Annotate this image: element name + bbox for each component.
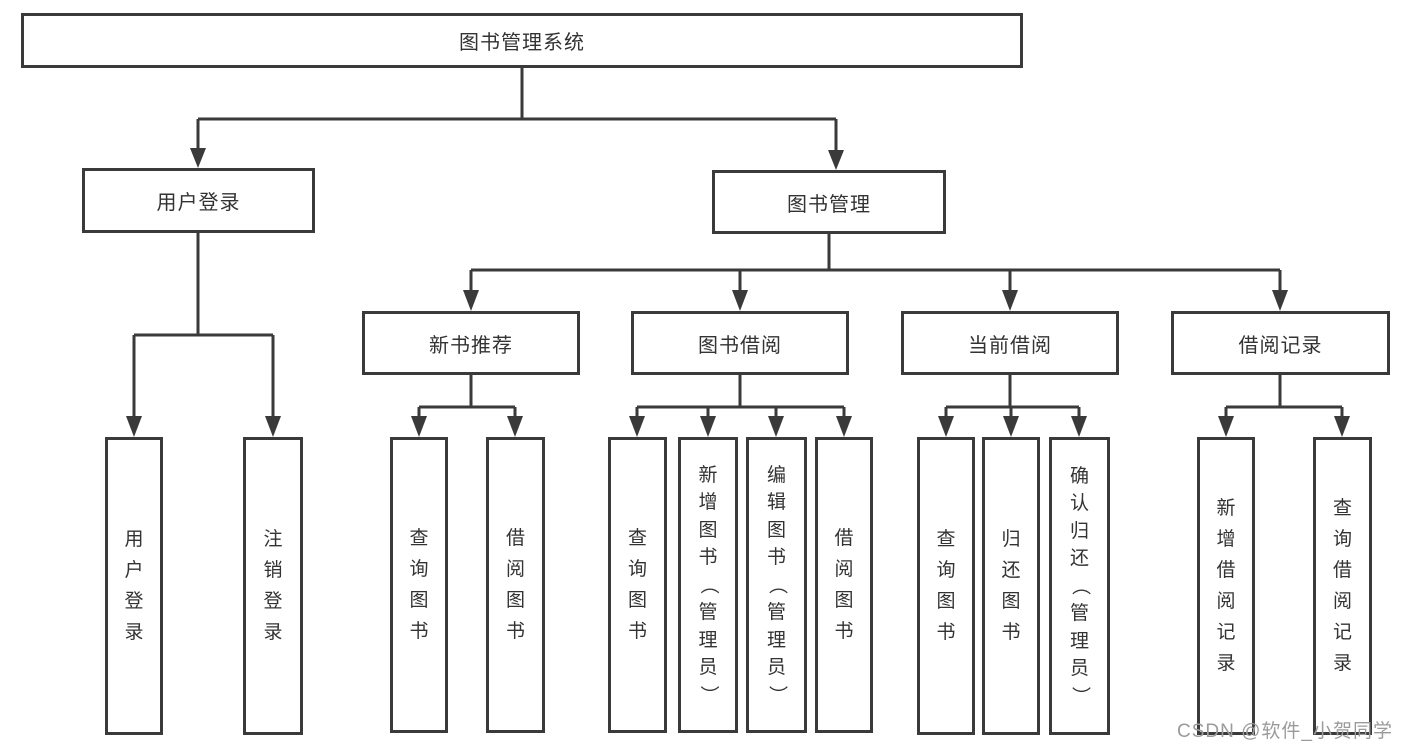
leaf-current-confirm-return-admin: 确认归还（管理员） [1049,437,1110,735]
node-root: 图书管理系统 [21,13,1023,68]
node-book-borrow: 图书借阅 [631,311,849,375]
leaf-current-return-books: 归还图书 [982,437,1040,735]
node-user-login: 用户登录 [82,168,315,233]
leaf-user-login: 用户登录 [105,437,163,735]
leaf-logout: 注销登录 [243,437,303,735]
leaf-newbook-query-books: 查询图书 [390,437,448,733]
node-current-borrow: 当前借阅 [901,311,1119,375]
leaf-current-query-books: 查询图书 [917,437,975,735]
leaf-records-add-record: 新增借阅记录 [1197,437,1255,735]
watermark: CSDN @软件_小贺同学 [1177,721,1393,742]
node-new-book-recommend: 新书推荐 [362,311,580,375]
leaf-newbook-borrow-books: 借阅图书 [486,437,545,733]
leaf-records-query-record: 查询借阅记录 [1313,437,1372,735]
leaf-borrow-query-books: 查询图书 [608,437,667,733]
node-book-management: 图书管理 [712,170,946,234]
leaf-borrow-add-books-admin: 新增图书（管理员） [678,437,738,733]
leaf-borrow-edit-books-admin: 编辑图书（管理员） [746,437,807,733]
leaf-borrow-borrow-books: 借阅图书 [815,437,873,733]
node-borrow-records: 借阅记录 [1171,311,1390,375]
